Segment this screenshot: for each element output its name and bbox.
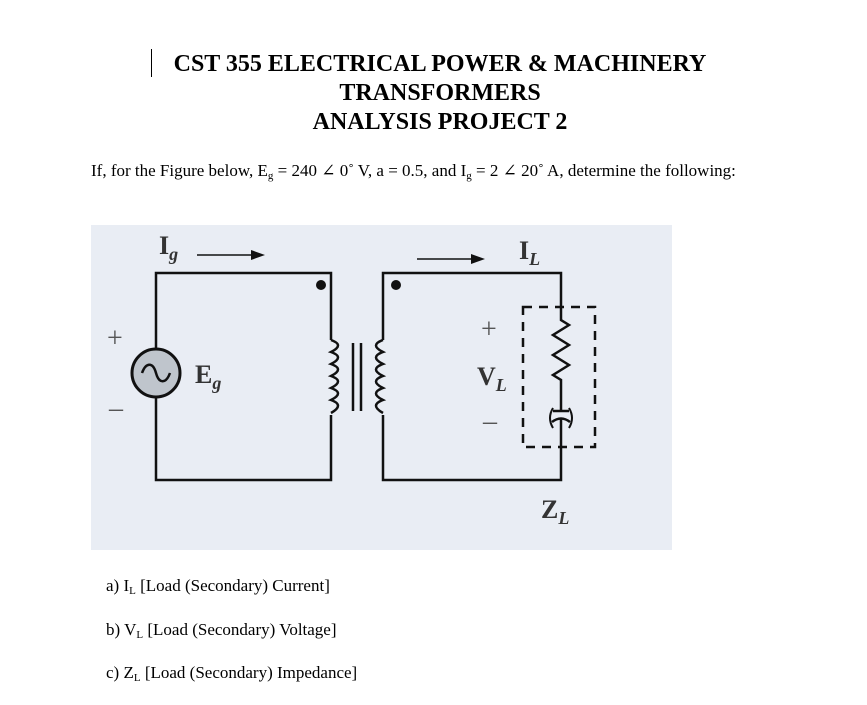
capacitor-bracket-right bbox=[568, 407, 573, 429]
resistor-icon bbox=[550, 305, 572, 405]
question-b: b) VL [Load (Secondary) Voltage] bbox=[106, 620, 337, 641]
secondary-coil-icon bbox=[374, 338, 387, 415]
question-a: a) IL [Load (Secondary) Current] bbox=[106, 576, 330, 597]
problem-text-part3: = 2 ∠ 20˚ A, determine the following: bbox=[471, 161, 736, 180]
problem-text-part1: If, for the Figure below, E bbox=[91, 161, 268, 180]
circuit-diagram: Ig IL Eg VL ZL + – + – bbox=[91, 225, 672, 550]
il-arrow-head bbox=[471, 254, 485, 264]
ig-label: Ig bbox=[159, 231, 178, 264]
source-plus-sign: + bbox=[107, 323, 123, 354]
zl-label: ZL bbox=[541, 495, 569, 528]
ig-subscript: g bbox=[466, 170, 472, 182]
ig-arrow-head bbox=[251, 250, 265, 260]
problem-text-part2: = 240 ∠ 0˚ V, a = 0.5, and I bbox=[273, 161, 467, 180]
title-topic-line: TRANSFORMERS bbox=[339, 80, 541, 106]
vl-minus-sign: – bbox=[482, 406, 498, 437]
capacitor-plate-bottom bbox=[551, 417, 571, 424]
primary-polarity-dot bbox=[316, 280, 326, 290]
problem-statement: If, for the Figure below, Eg = 240 ∠ 0˚ … bbox=[91, 160, 751, 182]
secondary-polarity-dot bbox=[391, 280, 401, 290]
capacitor-bracket-left bbox=[549, 407, 554, 429]
secondary-bottom-wire bbox=[381, 415, 563, 482]
transformer-circuit-figure: Ig IL Eg VL ZL + – + – bbox=[91, 225, 672, 550]
document-title: CST 355 ELECTRICAL POWER & MACHINERY TRA… bbox=[100, 50, 780, 137]
question-c: c) ZL [Load (Secondary) Impedance] bbox=[106, 663, 358, 684]
primary-bottom-wire bbox=[154, 395, 333, 482]
text-cursor bbox=[151, 49, 152, 77]
eg-label: Eg bbox=[195, 360, 221, 393]
vl-label: VL bbox=[477, 362, 507, 395]
il-label: IL bbox=[519, 236, 540, 269]
eg-subscript: g bbox=[267, 170, 274, 182]
sine-wave-icon bbox=[140, 363, 172, 383]
source-minus-sign: – bbox=[108, 393, 124, 424]
vl-plus-sign: + bbox=[481, 314, 497, 345]
title-course-line: CST 355 ELECTRICAL POWER & MACHINERY bbox=[173, 51, 707, 77]
primary-coil-icon bbox=[327, 338, 340, 415]
impedance-box bbox=[521, 305, 597, 449]
primary-top-wire bbox=[154, 271, 333, 375]
title-project-line: ANALYSIS PROJECT 2 bbox=[312, 109, 568, 135]
secondary-top-wire bbox=[381, 271, 563, 340]
